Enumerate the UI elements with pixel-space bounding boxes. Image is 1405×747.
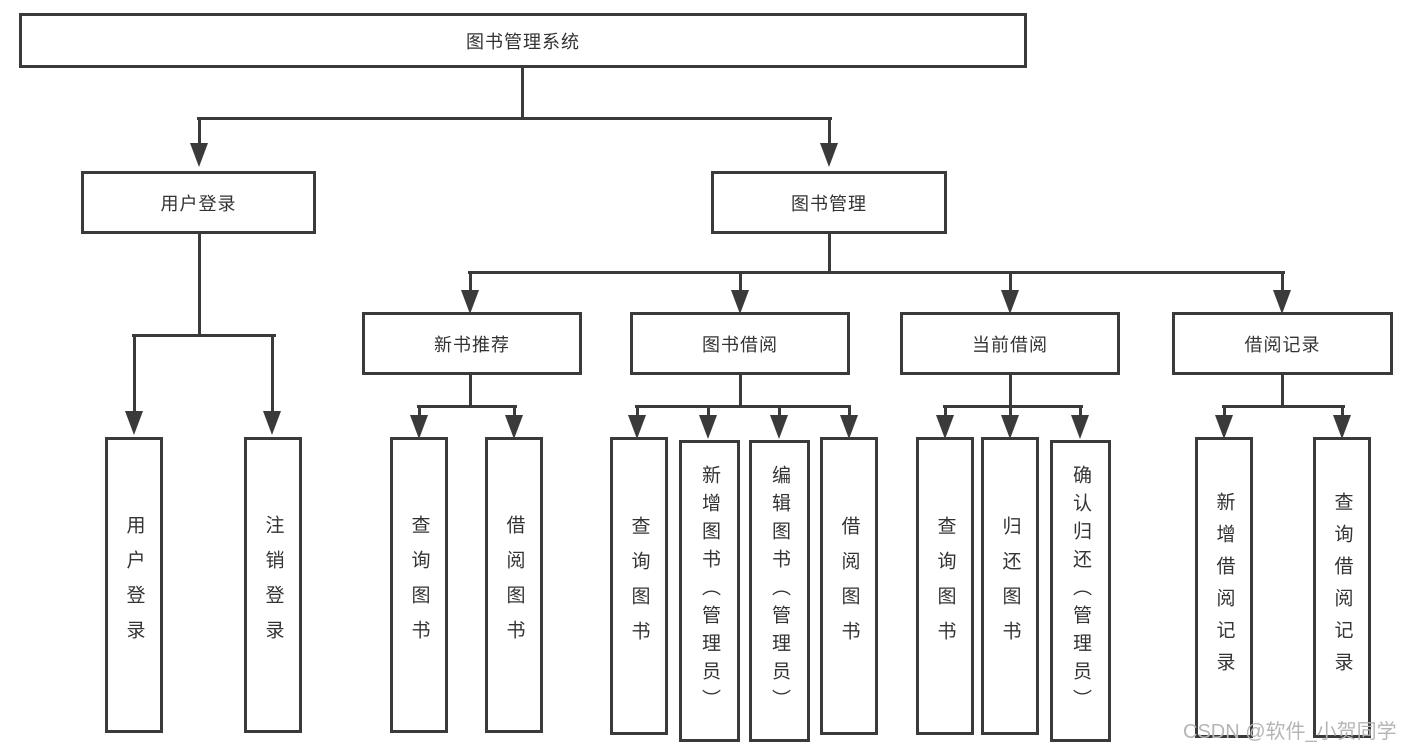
leaf-query-books: 查询图书 bbox=[916, 437, 974, 735]
csdn-watermark: CSDN @软件_小贺同学 bbox=[1183, 721, 1397, 743]
arrowhead bbox=[1215, 415, 1233, 439]
arrowhead bbox=[1071, 415, 1089, 439]
arrowhead bbox=[1001, 415, 1019, 439]
node-label: 用户登录 bbox=[160, 193, 237, 214]
connector-stem bbox=[1281, 271, 1284, 292]
connector-stem bbox=[133, 334, 136, 412]
connector-stem bbox=[828, 117, 831, 145]
arrowhead bbox=[461, 290, 479, 314]
connector-stem bbox=[636, 405, 639, 417]
connector-stem bbox=[739, 374, 742, 408]
arrowhead bbox=[628, 415, 646, 439]
connector-stem bbox=[1009, 374, 1012, 408]
leaf-user-login: 用户登录 bbox=[105, 437, 163, 733]
node-label: 图书管理 bbox=[791, 193, 867, 214]
leaf-add-borrow-record: 新增借阅记录 bbox=[1195, 437, 1253, 738]
arrowhead bbox=[820, 143, 838, 167]
node-label: 查询借阅记录 bbox=[1331, 491, 1353, 684]
node-label: 编辑图书（管理员） bbox=[769, 465, 790, 717]
node-book-management: 图书管理 bbox=[711, 171, 947, 234]
connector-stem bbox=[198, 117, 201, 145]
node-label: 查询图书 bbox=[408, 515, 430, 655]
connector-level2-bus bbox=[197, 117, 832, 120]
connector-stem bbox=[828, 233, 831, 274]
node-label: 用户登录 bbox=[123, 515, 145, 655]
node-new-book-recommendation: 新书推荐 bbox=[362, 312, 582, 375]
connector-stem bbox=[1009, 405, 1012, 417]
connector-group-bus bbox=[1222, 405, 1345, 408]
leaf-borrow-books: 借阅图书 bbox=[820, 437, 878, 735]
connector-stem bbox=[1281, 374, 1284, 408]
node-label: 新增图书（管理员） bbox=[699, 465, 720, 717]
node-label: 确认归还（管理员） bbox=[1070, 465, 1091, 717]
leaf-confirm-return-admin: 确认归还（管理员） bbox=[1050, 440, 1111, 742]
node-library-management-system: 图书管理系统 bbox=[19, 13, 1027, 68]
node-label: 新增借阅记录 bbox=[1213, 491, 1235, 684]
leaf-add-book-admin: 新增图书（管理员） bbox=[679, 440, 740, 742]
arrowhead bbox=[505, 415, 523, 439]
node-book-borrowing: 图书借阅 bbox=[630, 312, 850, 375]
connector-stem bbox=[848, 405, 851, 417]
connector-group-bus bbox=[417, 405, 517, 408]
node-borrowing-records: 借阅记录 bbox=[1172, 312, 1393, 375]
leaf-edit-book-admin: 编辑图书（管理员） bbox=[749, 440, 810, 742]
leaf-query-books: 查询图书 bbox=[390, 437, 448, 733]
connector-group-bus bbox=[132, 334, 276, 337]
node-label: 新书推荐 bbox=[434, 334, 510, 355]
leaf-query-books: 查询图书 bbox=[610, 437, 668, 735]
node-label: 图书借阅 bbox=[702, 334, 778, 355]
arrowhead bbox=[410, 415, 428, 439]
arrowhead bbox=[840, 415, 858, 439]
node-label: 图书管理系统 bbox=[466, 31, 580, 52]
node-current-borrowing: 当前借阅 bbox=[900, 312, 1120, 375]
arrowhead bbox=[1001, 290, 1019, 314]
arrowhead bbox=[125, 411, 143, 435]
node-label: 当前借阅 bbox=[972, 334, 1048, 355]
connector-level3-bus bbox=[468, 271, 1285, 274]
connector-stem bbox=[469, 271, 472, 292]
connector-root-vertical bbox=[521, 68, 524, 118]
arrowhead bbox=[699, 415, 717, 439]
leaf-logout: 注销登录 bbox=[244, 437, 302, 733]
connector-stem bbox=[707, 405, 710, 417]
node-label: 借阅图书 bbox=[838, 516, 860, 656]
connector-stem bbox=[1341, 405, 1344, 417]
arrowhead bbox=[936, 415, 954, 439]
arrowhead bbox=[1333, 415, 1351, 439]
connector-stem bbox=[1223, 405, 1226, 417]
connector-stem bbox=[198, 233, 201, 337]
connector-group-bus bbox=[635, 405, 851, 408]
arrowhead bbox=[263, 411, 281, 435]
node-label: 借阅图书 bbox=[503, 515, 525, 655]
connector-stem bbox=[513, 405, 516, 417]
node-label: 注销登录 bbox=[262, 515, 284, 655]
node-label: 查询图书 bbox=[628, 516, 650, 656]
connector-stem bbox=[1009, 271, 1012, 292]
connector-stem bbox=[739, 271, 742, 292]
node-label: 归还图书 bbox=[999, 516, 1021, 656]
connector-stem bbox=[944, 405, 947, 417]
connector-stem bbox=[778, 405, 781, 417]
connector-stem bbox=[1079, 405, 1082, 417]
leaf-query-borrow-record: 查询借阅记录 bbox=[1313, 437, 1371, 738]
arrowhead bbox=[1273, 290, 1291, 314]
arrowhead bbox=[770, 415, 788, 439]
node-label: 借阅记录 bbox=[1244, 334, 1321, 355]
node-user-login: 用户登录 bbox=[81, 171, 316, 234]
node-label: 查询图书 bbox=[934, 516, 956, 656]
connector-group-bus bbox=[943, 405, 1083, 408]
arrowhead bbox=[731, 290, 749, 314]
connector-stem bbox=[271, 334, 274, 412]
connector-stem bbox=[469, 374, 472, 408]
leaf-borrow-books: 借阅图书 bbox=[485, 437, 543, 733]
connector-stem bbox=[418, 405, 421, 417]
arrowhead bbox=[190, 143, 208, 167]
leaf-return-book: 归还图书 bbox=[981, 437, 1039, 735]
